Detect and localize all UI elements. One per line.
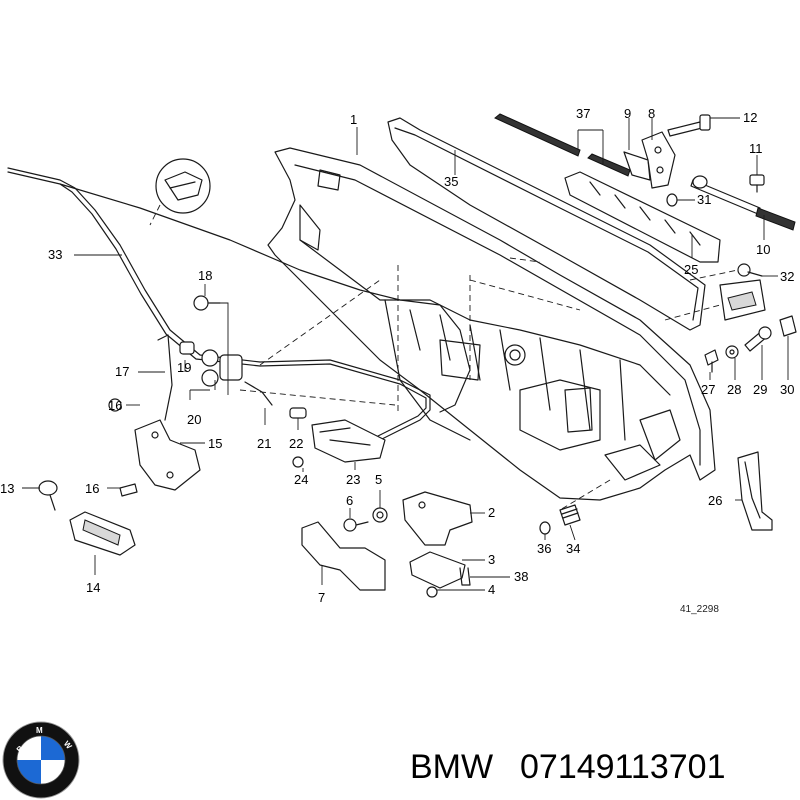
buffer-34 xyxy=(559,504,581,526)
callout-22: 22 xyxy=(289,436,303,451)
striker-14 xyxy=(69,511,136,556)
callout-3: 3 xyxy=(488,552,495,567)
callout-21: 21 xyxy=(257,436,271,451)
callout-30: 30 xyxy=(780,382,794,397)
callout-4: 4 xyxy=(488,582,495,597)
clip-36 xyxy=(539,521,551,535)
callout-33: 33 xyxy=(48,247,62,262)
bolt-32 xyxy=(737,263,763,277)
callout-5: 5 xyxy=(375,472,382,487)
bmw-logo: B M W xyxy=(2,721,80,799)
actuator-23 xyxy=(311,419,386,463)
bolt-18 xyxy=(193,295,221,311)
detail-insert-right xyxy=(719,279,766,321)
callout-11: 11 xyxy=(749,141,763,156)
plate-3 xyxy=(409,551,466,589)
callout-10: 10 xyxy=(756,242,770,257)
trunk-lid-part xyxy=(267,147,716,501)
callout-26: 26 xyxy=(708,493,722,508)
nut-5 xyxy=(372,507,388,523)
callout-17: 17 xyxy=(115,364,129,379)
bushing-19 xyxy=(179,341,195,355)
fastener-27 xyxy=(704,349,719,373)
callout-34: 34 xyxy=(566,541,580,556)
callout-1: 1 xyxy=(350,112,357,127)
callout-24: 24 xyxy=(294,472,308,487)
detail-insert-left xyxy=(149,158,211,226)
leader-lines xyxy=(22,117,789,591)
cover-7 xyxy=(301,521,386,591)
callout-18: 18 xyxy=(198,268,212,283)
clip-38 xyxy=(459,567,471,586)
bolt-16b xyxy=(119,483,138,497)
footer-part-number: 07149113701 xyxy=(520,748,725,786)
screw-12 xyxy=(667,114,711,137)
callout-16a: 16 xyxy=(108,398,122,413)
cap-30 xyxy=(779,315,797,337)
lid-seal-35 xyxy=(387,117,706,331)
bolt-16a xyxy=(108,398,122,412)
callout-2: 2 xyxy=(488,505,495,520)
callout-9: 9 xyxy=(624,106,631,121)
callout-36: 36 xyxy=(537,541,551,556)
screw-24 xyxy=(292,456,304,468)
gas-strut-10 xyxy=(690,175,796,231)
washer-28 xyxy=(725,345,739,359)
rod-17 xyxy=(157,334,173,421)
callout-8: 8 xyxy=(648,106,655,121)
logo-letter-m: M xyxy=(36,726,43,735)
lock-parts-20 xyxy=(201,349,243,387)
strip-37 xyxy=(494,113,581,157)
callout-20: 20 xyxy=(187,412,201,427)
callout-19: 19 xyxy=(177,360,191,375)
callout-6: 6 xyxy=(346,493,353,508)
callout-38: 38 xyxy=(514,569,528,584)
callout-12: 12 xyxy=(743,110,757,125)
diagram-reference-code: 41_2298 xyxy=(680,604,719,615)
plug-22 xyxy=(289,407,307,419)
bolt-6 xyxy=(343,518,369,532)
bracket-26 xyxy=(737,451,773,531)
cable-33 xyxy=(7,167,431,451)
spoiler-25 xyxy=(564,171,721,263)
callout-32: 32 xyxy=(780,269,794,284)
assembly-dashed-lines xyxy=(239,257,739,511)
footer-brand: BMW xyxy=(410,748,493,786)
callout-15: 15 xyxy=(208,436,222,451)
bolt-11 xyxy=(749,174,765,193)
hinge-2 xyxy=(402,491,473,546)
callout-37: 37 xyxy=(576,106,590,121)
callout-23: 23 xyxy=(346,472,360,487)
callout-labels: 1 2 3 4 5 6 7 8 9 10 11 12 13 14 15 16 1… xyxy=(0,106,794,615)
bolt-13 xyxy=(38,480,58,511)
bolt-29 xyxy=(744,326,772,352)
callout-7: 7 xyxy=(318,590,325,605)
callout-14: 14 xyxy=(86,580,100,595)
callout-16b: 16 xyxy=(85,481,99,496)
callout-29: 29 xyxy=(753,382,767,397)
logo-letter-b: B xyxy=(15,744,26,754)
callout-13: 13 xyxy=(0,481,14,496)
callout-27: 27 xyxy=(701,382,715,397)
callout-31: 31 xyxy=(697,192,711,207)
hinge-bracket-8-9 xyxy=(623,131,676,189)
bolt-4 xyxy=(426,586,438,598)
callout-35: 35 xyxy=(444,174,458,189)
callout-28: 28 xyxy=(727,382,741,397)
rod-21 xyxy=(244,381,273,406)
logo-letter-w: W xyxy=(62,739,74,751)
lock-bracket-15 xyxy=(134,419,201,491)
callout-25: 25 xyxy=(684,262,698,277)
bolt-31 xyxy=(666,193,678,207)
